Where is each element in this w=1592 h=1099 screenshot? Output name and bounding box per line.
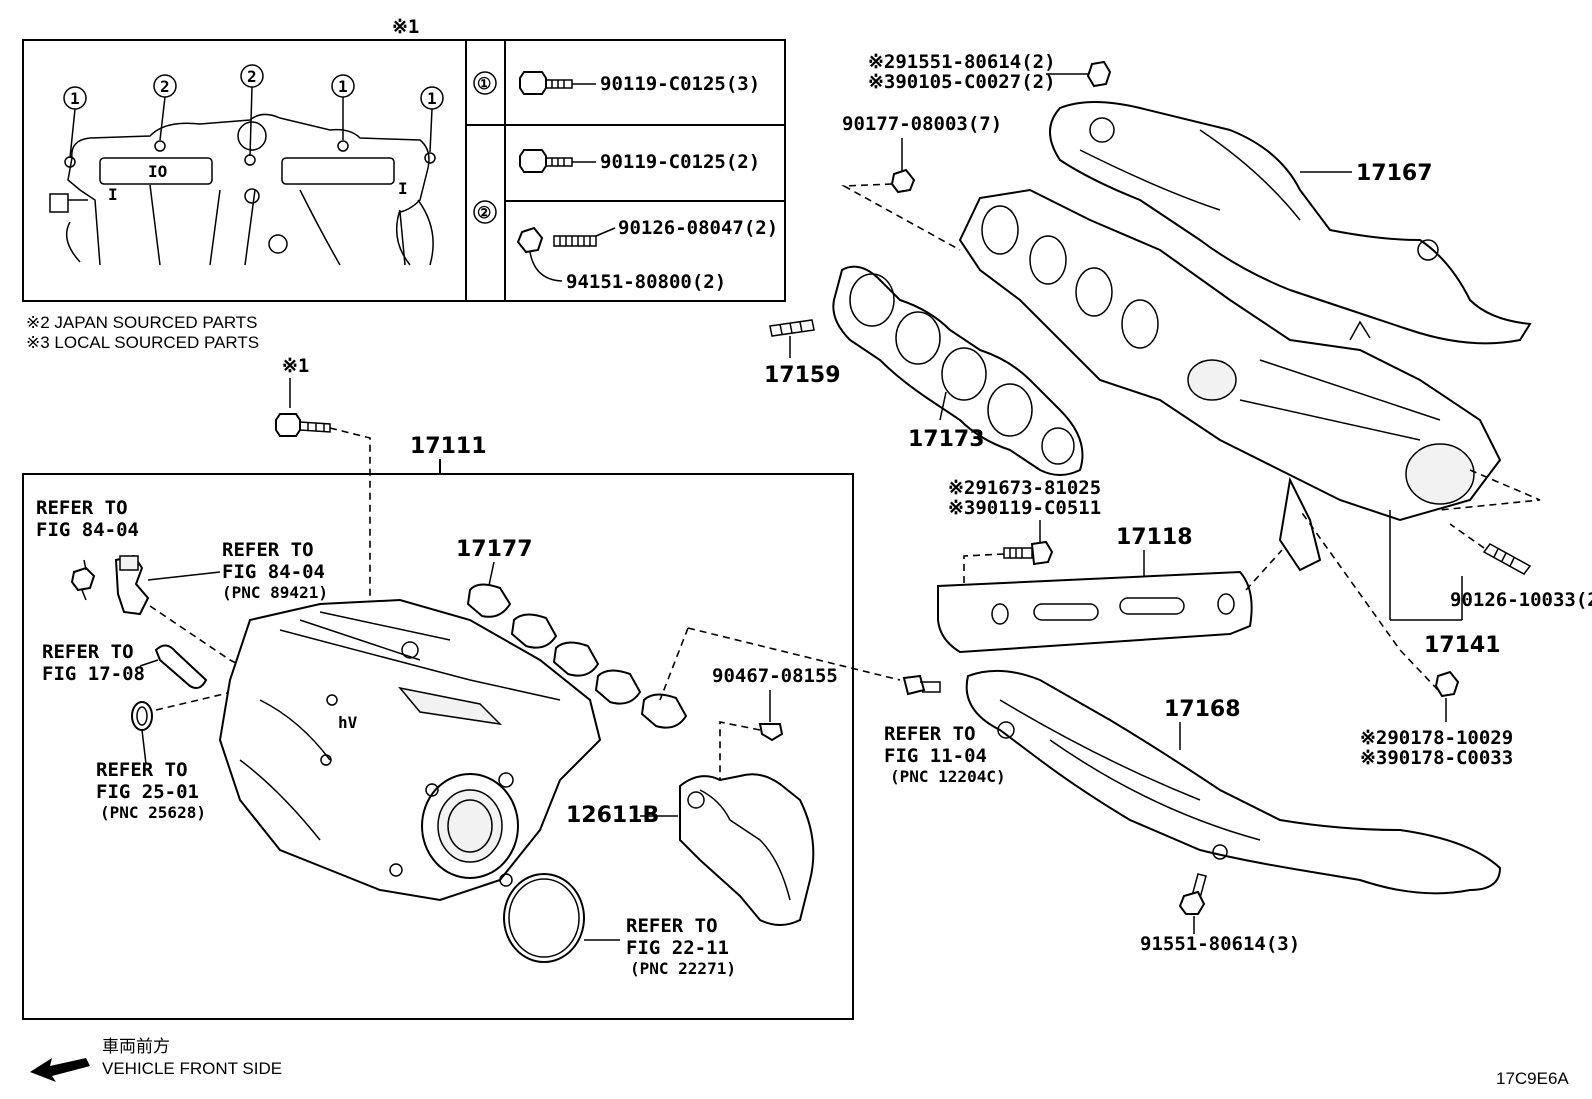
part-90467-08155: 90467-08155 xyxy=(712,665,838,687)
callout-17177: 17177 xyxy=(456,537,533,562)
refer-to-label: REFER TO xyxy=(884,723,976,745)
svg-text:2: 2 xyxy=(160,77,170,96)
svg-text:I: I xyxy=(108,185,118,204)
callout-17111: 17111 xyxy=(410,434,487,459)
bolt-icon xyxy=(1003,540,1054,566)
insulator-12611B xyxy=(679,773,815,926)
refer-fig-11-04[interactable]: FIG 11-04 xyxy=(884,745,987,767)
front-label-jp: 車両前方 xyxy=(102,1037,170,1056)
svg-text:I: I xyxy=(398,179,408,198)
refer-fig-17-08[interactable]: FIG 17-08 xyxy=(42,663,145,685)
bolt-position-markers: 1 2 2 1 1 xyxy=(63,64,444,159)
pnc-22271: (PNC 22271) xyxy=(630,959,736,978)
pnc-12204c: (PNC 12204C) xyxy=(890,767,1006,786)
gasket-17173 xyxy=(832,265,1084,476)
callout-17141: 17141 xyxy=(1424,633,1501,658)
bolt-icon xyxy=(519,149,573,173)
arrow-left-icon xyxy=(30,1058,90,1082)
callout-17168: 17168 xyxy=(1164,697,1241,722)
callout-17167: 17167 xyxy=(1356,161,1433,186)
part-91551-80614-2: ※291551-80614(2) xyxy=(868,51,1056,73)
part-90178-c0033: ※390178-C0033 xyxy=(1360,747,1513,769)
refer-to-label: REFER TO xyxy=(626,915,718,937)
intake-manifold-group: 17111 ※1 REFER TO FIG 84-04 REFER TO FIG… xyxy=(22,355,901,1020)
svg-text:1: 1 xyxy=(338,77,348,96)
callout-17159: 17159 xyxy=(764,363,841,388)
front-label-en: VEHICLE FRONT SIDE xyxy=(102,1059,282,1078)
svg-text:2: 2 xyxy=(247,67,257,86)
part-90126-10033: 90126-10033(2) xyxy=(1450,589,1592,611)
refer-fig-22-11[interactable]: FIG 22-11 xyxy=(626,937,729,959)
refer-to-label: REFER TO xyxy=(42,641,134,663)
svg-text:IO: IO xyxy=(148,162,167,181)
exhaust-manifold-17141 xyxy=(958,188,1502,572)
part-90177-08003: 90177-08003(7) xyxy=(842,113,1002,135)
part-90126-08047: 90126-08047(2) xyxy=(618,217,778,239)
svg-text:1: 1 xyxy=(70,89,80,108)
part-90178-10029: ※290178-10029 xyxy=(1360,727,1513,749)
refer-to-label: REFER TO xyxy=(96,759,188,781)
legend-circle-1: ① xyxy=(477,74,491,93)
bolt-icon xyxy=(275,413,331,437)
svg-text:hV: hV xyxy=(338,713,358,732)
part-90119-c0125-2: 90119-C0125(2) xyxy=(600,151,760,173)
bolt-icon xyxy=(519,71,573,95)
o2-sensor-part xyxy=(902,674,941,696)
refer-fig-84-04[interactable]: FIG 84-04 xyxy=(36,519,139,541)
exhaust-side: ※291551-80614(2) ※390105-C0027(2) 90177-… xyxy=(764,51,1592,955)
stud-icon xyxy=(1482,543,1532,575)
bolt-icon xyxy=(1086,60,1112,88)
map-sensor-part xyxy=(114,554,150,616)
bolt-icon xyxy=(1178,873,1207,915)
bracket-17118 xyxy=(937,570,1253,654)
refer-to-label: REFER TO xyxy=(222,539,314,561)
note-local-sourced: ※3 LOCAL SOURCED PARTS xyxy=(26,333,259,352)
svg-text:1: 1 xyxy=(427,89,437,108)
part-91551-80614-3: 91551-80614(3) xyxy=(1140,933,1300,955)
part-90105-c0027-2: ※390105-C0027(2) xyxy=(868,71,1056,93)
gasket-17177 xyxy=(466,583,688,729)
screw-icon xyxy=(70,566,96,601)
front-direction-indicator: 車両前方 VEHICLE FRONT SIDE xyxy=(30,1037,282,1082)
part-94151-80800: 94151-80800(2) xyxy=(566,271,726,293)
intake-manifold-body: hV xyxy=(218,598,602,902)
insulator-17168 xyxy=(965,669,1502,895)
nut-icon xyxy=(516,226,544,254)
refer-to-label: REFER TO xyxy=(36,497,128,519)
refer-fig-84-04-b[interactable]: FIG 84-04 xyxy=(222,561,325,583)
pnc-89421: (PNC 89421) xyxy=(222,583,328,602)
part-90119-c0511: ※390119-C0511 xyxy=(948,497,1101,519)
inset-panel: ※1 IO I I xyxy=(22,16,786,302)
inset-manifold-sketch: IO I I xyxy=(49,113,436,266)
callout-17118: 17118 xyxy=(1116,525,1193,550)
stud-icon xyxy=(553,235,597,247)
callout-17173: 17173 xyxy=(908,427,985,452)
note-japan-sourced: ※2 JAPAN SOURCED PARTS xyxy=(26,313,258,332)
stud-icon xyxy=(769,319,815,337)
refer-fig-25-01[interactable]: FIG 25-01 xyxy=(96,781,199,803)
inset-mark: ※1 xyxy=(392,16,419,38)
insulator-17167 xyxy=(1049,101,1532,345)
callout-mark-1: ※1 xyxy=(282,355,309,377)
part-91673-81025: ※291673-81025 xyxy=(948,477,1101,499)
part-90119-c0125-3: 90119-C0125(3) xyxy=(600,73,760,95)
figure-code: 17C9E6A xyxy=(1496,1069,1569,1088)
legend-circle-2: ② xyxy=(477,203,491,222)
pnc-25628: (PNC 25628) xyxy=(100,803,206,822)
